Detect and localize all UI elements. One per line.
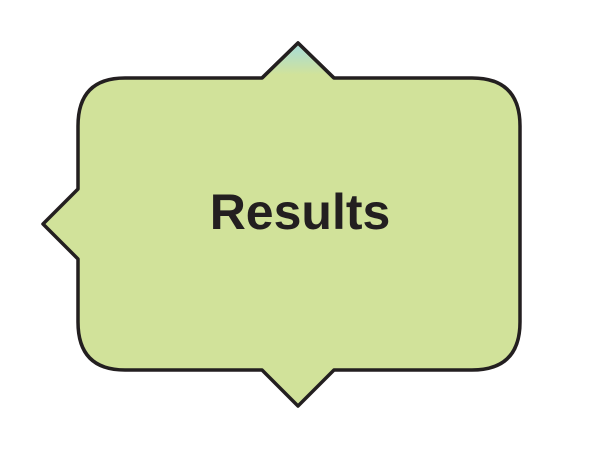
callout-shape	[41, 41, 522, 408]
callout-label: Results	[210, 184, 391, 240]
top-pointer-outline	[260, 41, 336, 80]
top-pointer-tint	[265, 45, 331, 78]
